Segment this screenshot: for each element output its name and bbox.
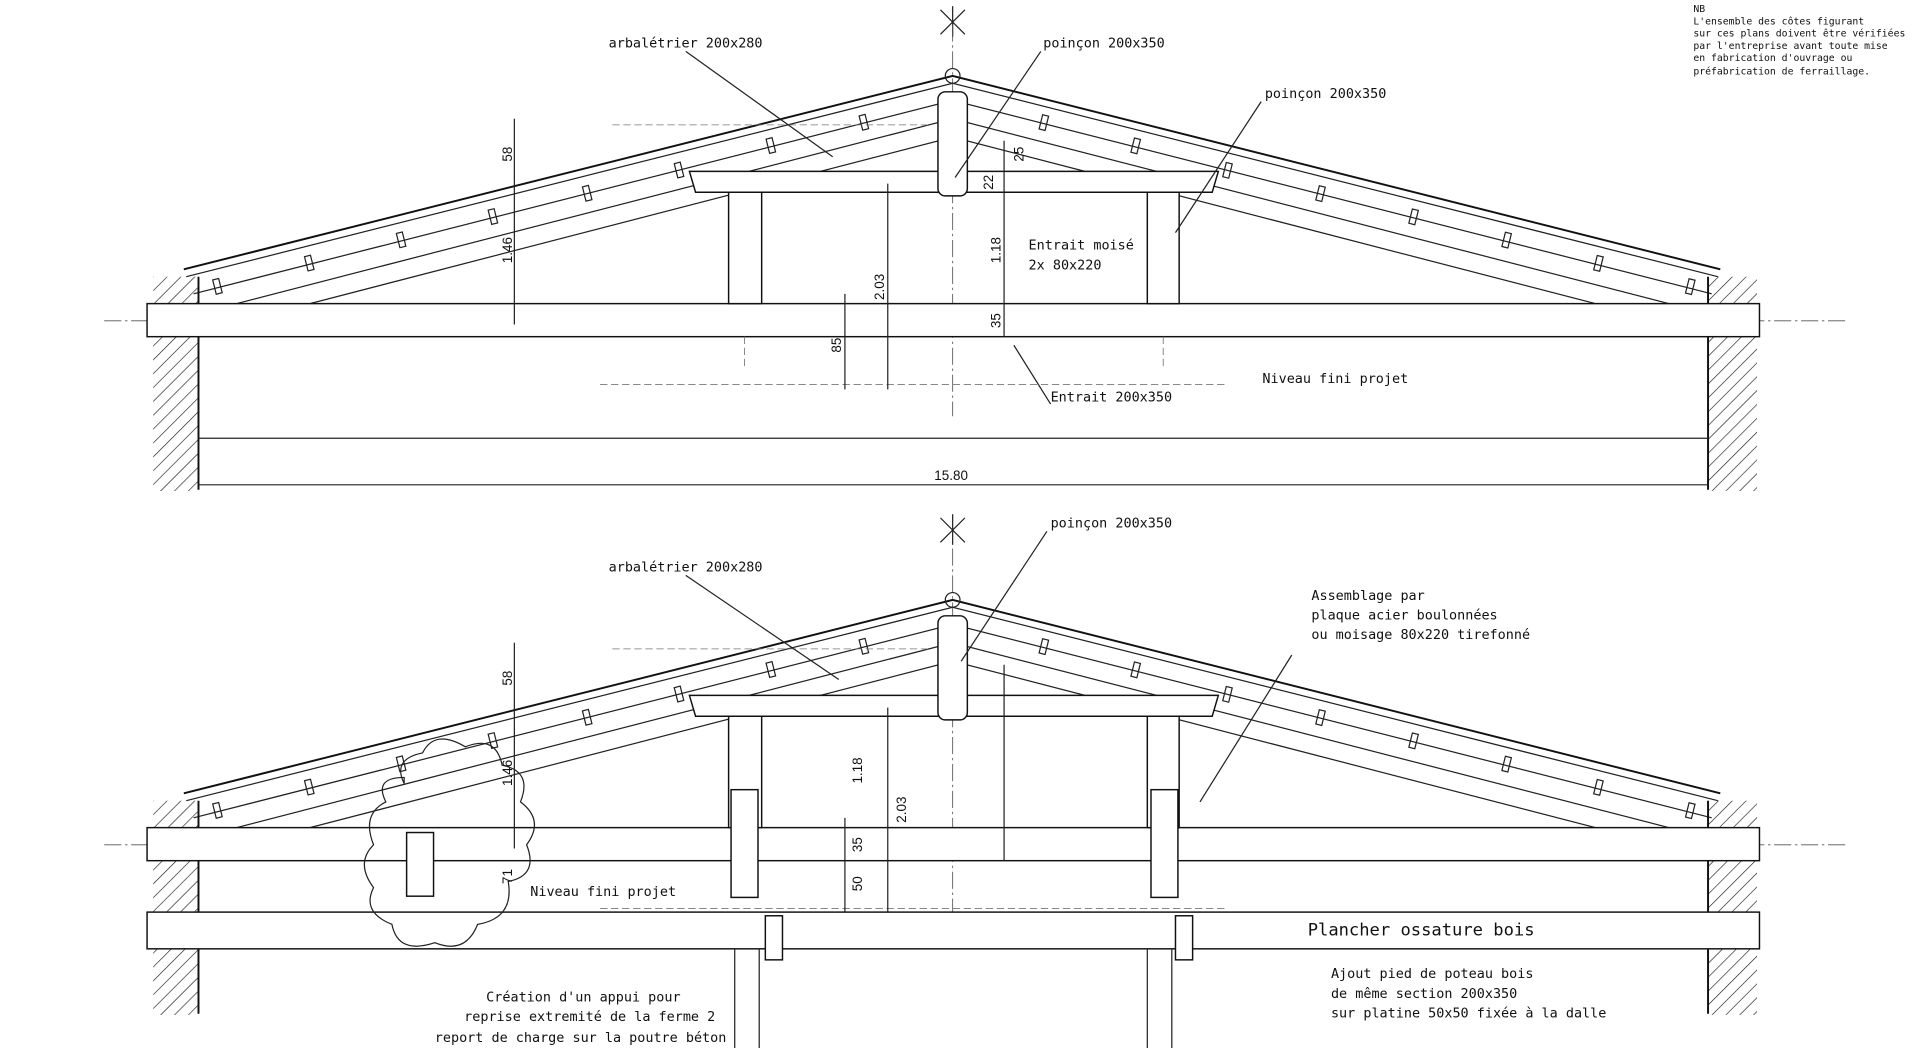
dim-text: 22 (981, 175, 996, 190)
span-dimension (198, 437, 1709, 486)
top-dimensions: 58 1.46 25 22 1.18 2.03 85 35 (500, 147, 1027, 353)
label-entrait-moise: Entrait moisé (1029, 238, 1134, 254)
note-line: NB (1693, 4, 1705, 15)
dim-text: 1.46 (500, 760, 515, 786)
label-ajout: sur platine 50x50 fixée à la dalle (1331, 1005, 1606, 1021)
dim-span: 15.80 (934, 468, 968, 483)
label-entrait: Entrait 200x350 (1051, 391, 1173, 406)
label-ajout: Ajout pied de poteau bois (1331, 967, 1534, 982)
label-creation: reprise extremité de la ferme 2 (464, 1009, 715, 1025)
note-line: sur ces plans doivent être vérifiées (1693, 28, 1905, 40)
dim-text: 2.03 (872, 274, 887, 300)
axis-mark-icon (939, 514, 966, 545)
revision-cloud (363, 738, 535, 947)
label-creation: report de charge sur la poutre béton (435, 1030, 727, 1046)
label-niveau: Niveau fini projet (530, 885, 676, 900)
bottom-dimensions: 58 1.46 1.18 2.03 35 50 71 (500, 671, 909, 892)
label-entrait-moise: 2x 80x220 (1029, 258, 1102, 273)
leader-line (1199, 654, 1293, 803)
dim-text: 50 (850, 876, 865, 891)
dim-text: 58 (500, 147, 515, 162)
label-niveau: Niveau fini projet (1262, 372, 1408, 387)
dim-text: 1.18 (850, 757, 865, 783)
dim-text: 25 (1012, 147, 1027, 162)
label-assemblage: plaque acier boulonnées (1311, 607, 1497, 623)
label-poincon: poinçon 200x350 (1265, 87, 1387, 102)
label-poincon: poinçon 200x350 (1043, 37, 1165, 52)
dim-text: 1.46 (500, 237, 515, 263)
dim-text: 2.03 (894, 797, 909, 823)
note-line: en fabrication d'ouvrage ou (1693, 53, 1852, 64)
truss-elevation-top (103, 23, 1850, 492)
dim-text: 58 (500, 671, 515, 686)
label-arbaletrier: arbalétrier 200x280 (609, 560, 763, 576)
label-plancher: Plancher ossature bois (1308, 920, 1535, 940)
dim-text: 35 (988, 313, 1003, 328)
nb-note: NB L'ensemble des côtes figurant sur ces… (1693, 4, 1905, 77)
label-arbaletrier: arbalétrier 200x280 (609, 36, 763, 52)
label-assemblage: ou moisage 80x220 tirefonné (1311, 627, 1530, 643)
dim-text: 35 (850, 837, 865, 852)
dim-text: 85 (829, 338, 844, 353)
note-line: par l'entreprise avant toute mise (1693, 41, 1887, 52)
label-poincon: poinçon 200x350 (1051, 517, 1173, 532)
note-line: L'ensemble des côtes figurant (1693, 15, 1864, 27)
label-creation: Création d'un appui pour (486, 989, 680, 1005)
plancher-ossature (146, 911, 1761, 950)
dim-text: 71 (500, 869, 515, 884)
label-assemblage: Assemblage par (1311, 589, 1424, 604)
label-ajout: de même section 200x350 (1331, 986, 1517, 1002)
dim-text: 1.18 (988, 237, 1003, 263)
note-line: préfabrication de ferraillage. (1693, 66, 1870, 78)
